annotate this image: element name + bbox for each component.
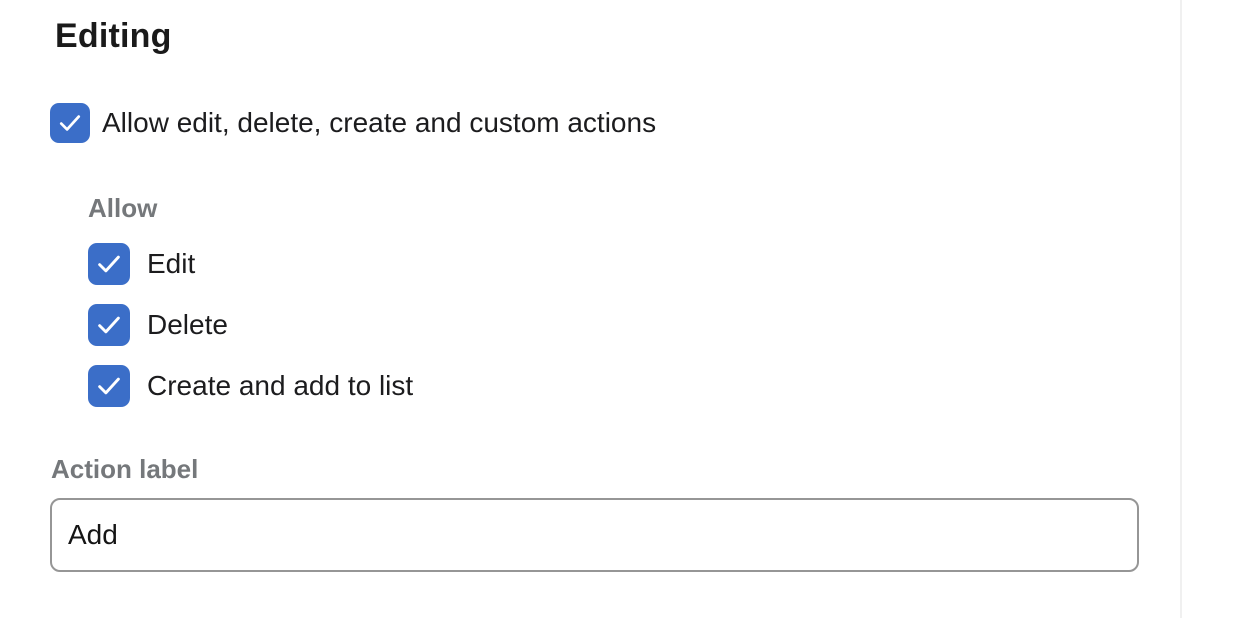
allow-actions-checkbox-label[interactable]: Allow edit, delete, create and custom ac… <box>102 107 657 139</box>
check-icon <box>98 316 120 334</box>
panel-right-divider <box>1180 0 1182 618</box>
delete-checkbox-row: Delete <box>88 304 1180 347</box>
action-label-input[interactable] <box>50 498 1139 573</box>
create-add-checkbox-row: Create and add to list <box>88 365 1180 408</box>
editing-settings-content: Editing Allow edit, delete, create and c… <box>50 0 1180 573</box>
create-add-checkbox[interactable] <box>88 365 130 408</box>
allow-options-group: Allow Edit Delete <box>88 193 1180 408</box>
create-add-checkbox-label[interactable]: Create and add to list <box>147 370 414 402</box>
action-label-field-block: Action label <box>50 454 1180 573</box>
check-icon <box>59 115 81 131</box>
allow-actions-checkbox-row: Allow edit, delete, create and custom ac… <box>50 103 1180 144</box>
delete-checkbox-label[interactable]: Delete <box>147 309 228 341</box>
allow-actions-checkbox[interactable] <box>50 103 90 144</box>
check-icon <box>98 255 120 273</box>
check-icon <box>98 377 120 395</box>
section-title: Editing <box>55 17 172 55</box>
edit-checkbox-label[interactable]: Edit <box>147 248 196 280</box>
delete-checkbox[interactable] <box>88 304 130 347</box>
action-label-field-label: Action label <box>51 454 199 485</box>
edit-checkbox[interactable] <box>88 243 130 286</box>
allow-group-label: Allow <box>88 193 158 224</box>
edit-checkbox-row: Edit <box>88 243 1180 286</box>
